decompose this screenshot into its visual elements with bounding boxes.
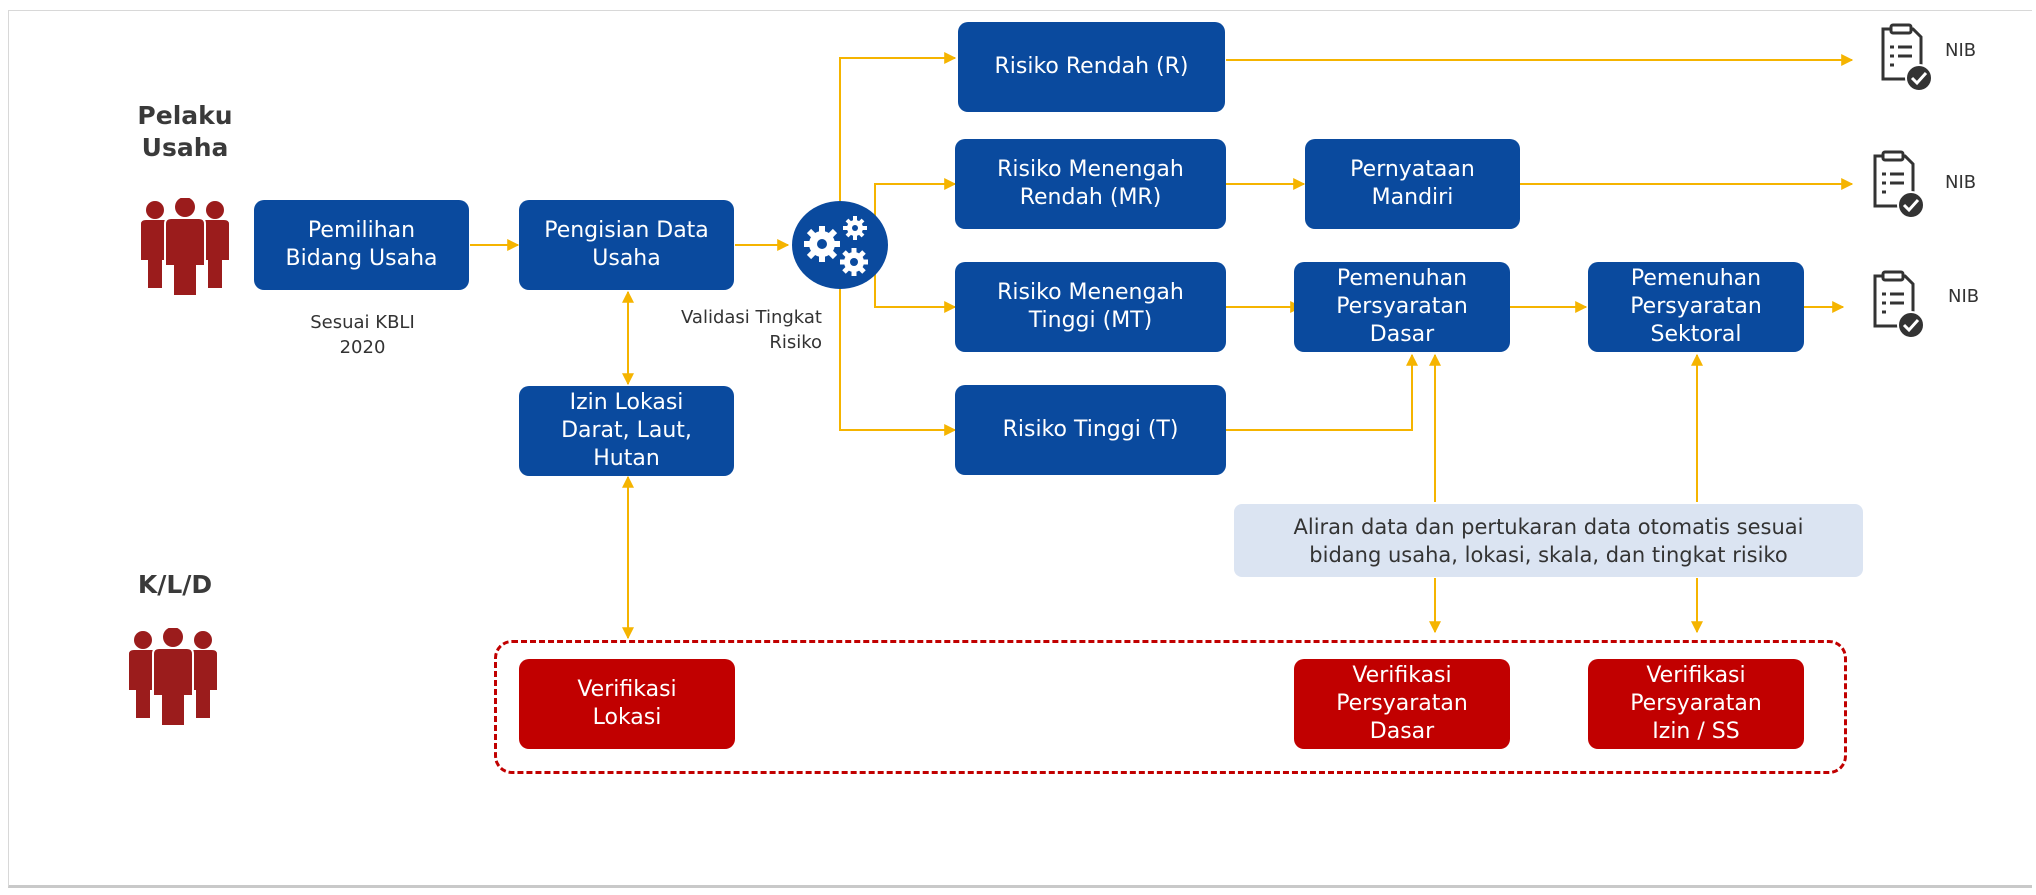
diagram-frame [8,10,2032,888]
output-nib-2: NIB [1945,172,1977,193]
step-pemilihan-bidang-usaha: Pemilihan Bidang Usaha [254,200,469,290]
verify-persyaratan-izin: Verifikasi Persyaratan Izin / SS [1588,659,1804,749]
req-pemenuhan-persyaratan-sektoral: Pemenuhan Persyaratan Sektoral [1588,262,1804,352]
caption-sesuai-kbli: Sesuai KBLI 2020 [310,312,415,358]
verification-group [494,640,1847,774]
caption-validasi-tingkat-risiko: Validasi Tingkat Risiko [681,307,822,353]
actor-label-pelaku-usaha: Pelaku Usaha [137,101,233,162]
risk-rendah: Risiko Rendah (R) [958,22,1225,112]
req-pemenuhan-persyaratan-dasar: Pemenuhan Persyaratan Dasar [1294,262,1510,352]
group-of-people-icon [141,198,229,297]
risk-menengah-rendah: Risiko Menengah Rendah (MR) [955,139,1226,229]
group-of-people-icon [129,628,217,727]
arrow-to-risiko-tinggi [839,282,957,436]
arrow-to-risiko-mt [874,270,957,313]
arrow-to-risiko-rendah [839,52,957,208]
req-pernyataan-mandiri: Pernyataan Mandiri [1305,139,1520,229]
output-nib-1: NIB [1945,40,1977,61]
arrow-tinggi-to-dasar [1226,353,1418,431]
gears-icon [792,201,888,289]
step-pengisian-data-usaha: Pengisian Data Usaha [519,200,734,290]
arrow-to-risiko-mr [874,178,957,220]
verify-persyaratan-dasar: Verifikasi Persyaratan Dasar [1294,659,1510,749]
actor-label-kld: K/L/D [137,570,213,599]
output-nib-3: NIB [1948,286,1980,307]
checked-document-icon [1881,23,1933,92]
risk-tinggi: Risiko Tinggi (T) [955,385,1226,475]
checked-document-icon [1873,270,1925,339]
step-izin-lokasi: Izin Lokasi Darat, Laut, Hutan [519,386,734,476]
risk-menengah-tinggi: Risiko Menengah Tinggi (MT) [955,262,1226,352]
checked-document-icon [1873,150,1925,219]
data-exchange-note: Aliran data dan pertukaran data otomatis… [1234,504,1863,577]
verify-lokasi: Verifikasi Lokasi [519,659,735,749]
